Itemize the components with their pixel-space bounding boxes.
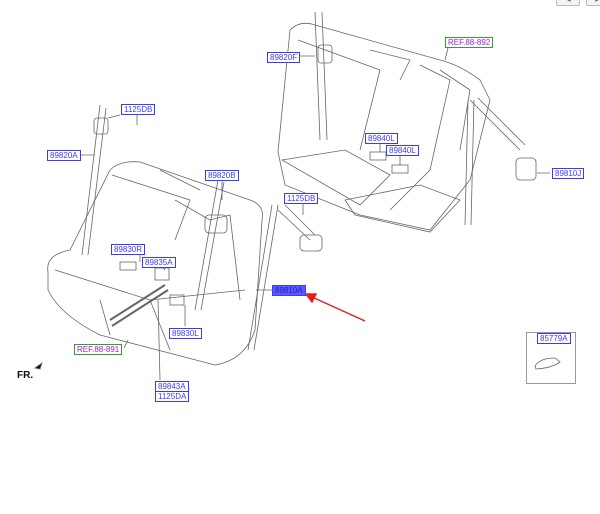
belt-89820F — [314, 11, 328, 141]
part-label-89840L[interactable]: 89840L — [386, 145, 419, 156]
part-inset-85779A — [526, 332, 576, 384]
part-label-89820F[interactable]: 89820F — [267, 52, 301, 63]
belt-89810A — [247, 204, 279, 351]
prev-button[interactable]: ◀ — [556, 0, 580, 6]
part-label-89835A[interactable]: 89835A — [142, 257, 176, 268]
third-row-seat-outline — [277, 22, 491, 231]
part-label-89810A-selected[interactable]: 89810A — [272, 285, 306, 296]
front-direction-marker: FR. — [17, 370, 34, 381]
ref-link-88-891[interactable]: REF.88-891 — [74, 344, 123, 355]
ref-link-88-892[interactable]: REF.88-892 — [445, 37, 494, 48]
part-label-1125DB[interactable]: 1125DB — [284, 193, 319, 204]
part-label-1125DB[interactable]: 1125DB — [121, 104, 156, 115]
pointer-arrow — [304, 293, 366, 322]
belt-89820B — [194, 179, 225, 311]
part-label-89830L[interactable]: 89830L — [169, 328, 202, 339]
belt-89820A — [81, 104, 107, 256]
part-label-89810J[interactable]: 89810J — [552, 168, 585, 179]
part-label-1125DA[interactable]: 1125DA — [155, 391, 190, 402]
part-label-89840L[interactable]: 89840L — [365, 133, 398, 144]
part-label-89820A[interactable]: 89820A — [47, 150, 81, 161]
part-label-85779A[interactable]: 85779A — [537, 333, 571, 344]
next-button[interactable]: ▶ — [586, 0, 600, 6]
second-row-seat-outline — [47, 161, 263, 366]
part-label-89830R[interactable]: 89830R — [111, 244, 146, 255]
part-label-89820B[interactable]: 89820B — [205, 170, 239, 181]
